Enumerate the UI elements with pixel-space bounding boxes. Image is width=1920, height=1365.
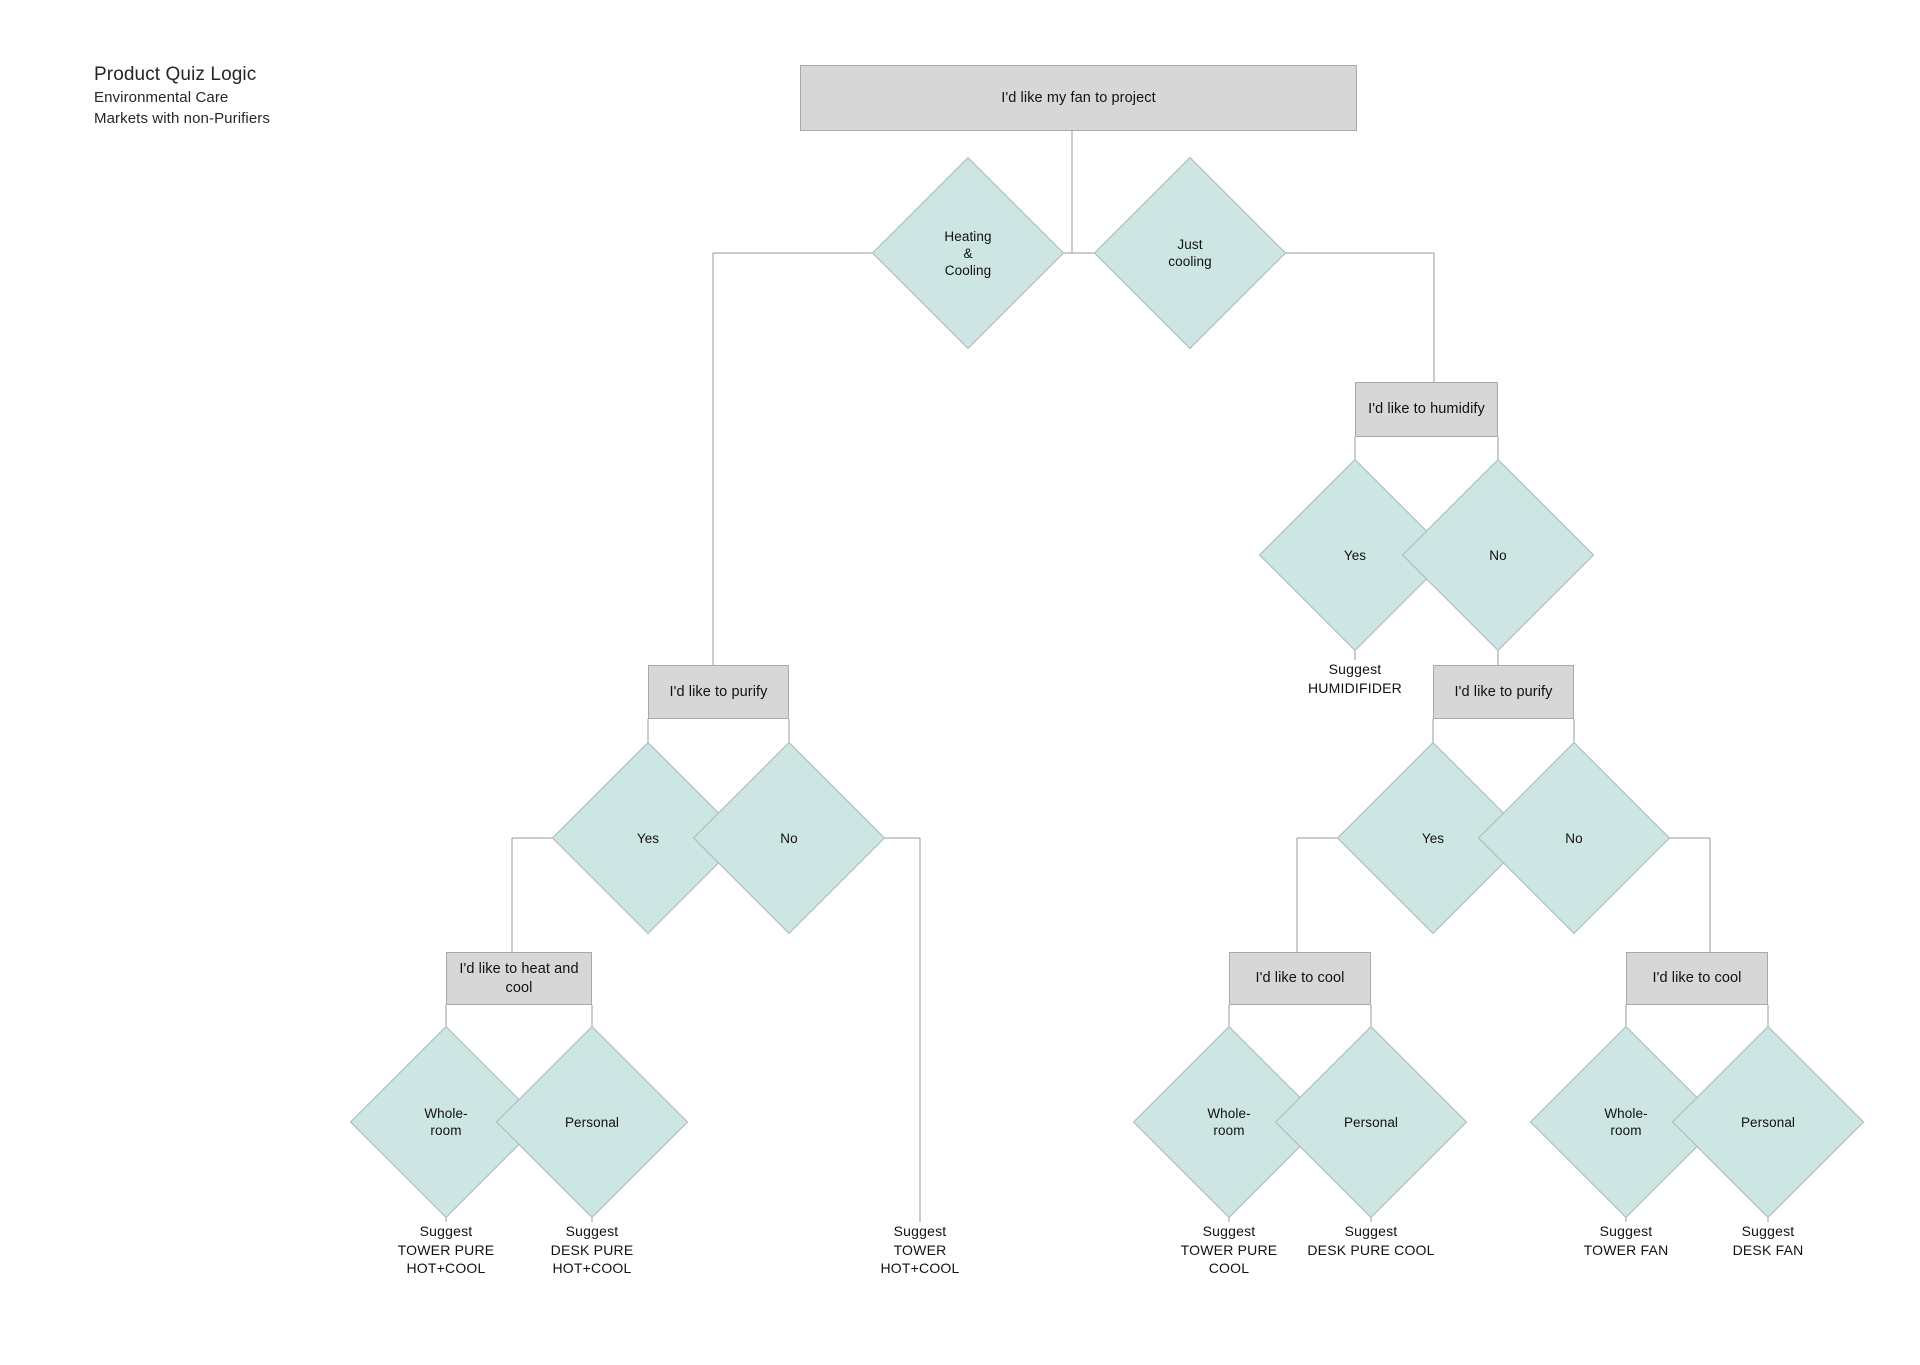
node-purify-right-label: I'd like to purify <box>1454 683 1553 700</box>
node-heat-and-cool-label: I'd like to heat and cool <box>459 960 579 996</box>
node-cool-fan-label: I'd like to cool <box>1652 970 1742 986</box>
leaf-suggest-tower-pure-hot-cool: Suggest TOWER PURE HOT+COOL <box>397 1223 495 1276</box>
leaf-suggest-humidifier: Suggest HUMIDIFIDER <box>1308 661 1402 696</box>
node-just-cooling-diamond[interactable]: Just cooling <box>1093 156 1287 350</box>
node-root-box[interactable]: I'd like my fan to project <box>800 65 1357 131</box>
node-heating-cooling-label: Heating & Cooling <box>944 228 992 278</box>
node-root-label: I'd like my fan to project <box>1001 89 1156 106</box>
node-hc-personal-diamond[interactable]: Personal <box>495 1025 689 1219</box>
leaf-suggest-tower-fan: Suggest TOWER FAN <box>1583 1223 1669 1258</box>
node-cf-whole-room-label: Whole- room <box>1604 1106 1648 1138</box>
node-cp-personal-diamond[interactable]: Personal <box>1274 1025 1468 1219</box>
node-cool-pure-box[interactable]: I'd like to cool <box>1229 952 1371 1005</box>
node-purify-left-yes-diamond[interactable]: Yes <box>551 741 745 935</box>
node-purify-right-yes-diamond[interactable]: Yes <box>1336 741 1530 935</box>
title-block: Product Quiz Logic Environmental Care Ma… <box>94 62 270 129</box>
node-cf-personal-diamond[interactable]: Personal <box>1671 1025 1865 1219</box>
node-hc-personal-label: Personal <box>564 1114 620 1130</box>
node-cool-fan-box[interactable]: I'd like to cool <box>1626 952 1768 1005</box>
node-hc-whole-room-label: Whole- room <box>424 1106 468 1138</box>
node-heating-cooling-diamond[interactable]: Heating & Cooling <box>871 156 1065 350</box>
node-purify-right-yes-label: Yes <box>1421 830 1445 846</box>
leaf-suggest-tower-pure-cool: Suggest TOWER PURE COOL <box>1180 1223 1278 1276</box>
title-subline-1: Environmental Care <box>94 89 229 106</box>
node-purify-left-box[interactable]: I'd like to purify <box>648 665 789 719</box>
node-humidify-yes-diamond[interactable]: Yes <box>1258 458 1452 652</box>
node-hc-whole-room-diamond[interactable]: Whole- room <box>349 1025 543 1219</box>
leaf-suggest-desk-pure-cool: Suggest DESK PURE COOL <box>1307 1223 1435 1258</box>
node-heat-and-cool-box[interactable]: I'd like to heat and cool <box>446 952 592 1005</box>
node-cool-pure-label: I'd like to cool <box>1255 970 1345 986</box>
node-cf-personal-label: Personal <box>1740 1114 1796 1130</box>
node-humidify-no-diamond[interactable]: No <box>1401 458 1595 652</box>
node-cp-personal-label: Personal <box>1343 1114 1399 1130</box>
node-cp-whole-room-diamond[interactable]: Whole- room <box>1132 1025 1326 1219</box>
node-humidify-box[interactable]: I'd like to humidify <box>1355 382 1498 437</box>
node-purify-left-no-label: No <box>780 830 798 846</box>
node-purify-left-label: I'd like to purify <box>669 683 768 700</box>
page-title: Product Quiz Logic <box>94 64 257 85</box>
node-purify-right-box[interactable]: I'd like to purify <box>1433 665 1574 719</box>
leaf-suggest-desk-pure-hot-cool: Suggest DESK PURE HOT+COOL <box>550 1223 634 1276</box>
node-purify-left-no-diamond[interactable]: No <box>692 741 886 935</box>
node-humidify-no-label: No <box>1489 547 1507 563</box>
node-purify-left-yes-label: Yes <box>636 830 660 846</box>
node-cf-whole-room-diamond[interactable]: Whole- room <box>1529 1025 1723 1219</box>
leaf-suggest-tower-hot-cool: Suggest TOWER HOT+COOL <box>880 1223 960 1276</box>
title-subline-2: Markets with non-Purifiers <box>94 110 270 127</box>
node-cp-whole-room-label: Whole- room <box>1207 1106 1251 1138</box>
leaf-suggest-desk-fan: Suggest DESK FAN <box>1732 1223 1804 1258</box>
node-humidify-yes-label: Yes <box>1343 547 1367 563</box>
node-purify-right-no-diamond[interactable]: No <box>1477 741 1671 935</box>
node-humidify-label: I'd like to humidify <box>1368 401 1485 417</box>
node-just-cooling-label: Just cooling <box>1168 237 1212 269</box>
node-purify-right-no-label: No <box>1565 830 1583 846</box>
